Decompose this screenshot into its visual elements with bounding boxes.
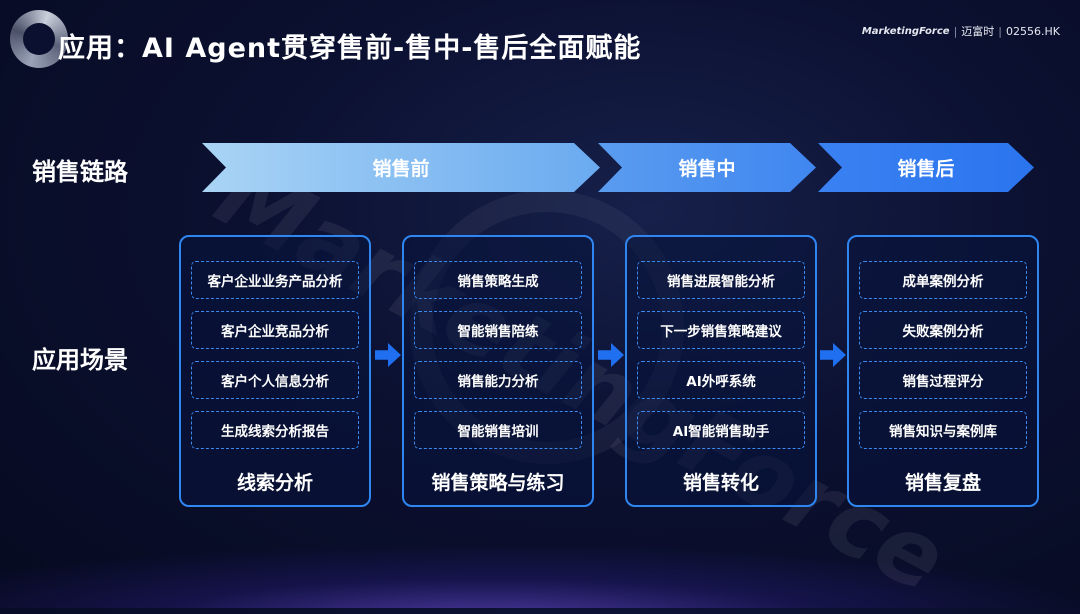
stage-label: 销售后 <box>897 158 955 180</box>
list-item: 客户个人信息分析 <box>191 361 359 399</box>
bottom-glow <box>0 548 1080 608</box>
page-title: 应用：AI Agent贯穿售前-售中-售后全面赋能 <box>58 33 642 64</box>
stock-ticker: 02556.HK <box>1006 24 1060 38</box>
card-title: 销售转化 <box>682 472 759 494</box>
list-item: 销售能力分析 <box>414 361 582 399</box>
brand-header: MarketingForce | 迈富时 | 02556.HK <box>862 23 1060 39</box>
scenario-label: 应用场景 <box>32 346 128 374</box>
list-item: AI智能销售助手 <box>637 411 805 449</box>
list-item: 智能销售培训 <box>414 411 582 449</box>
list-item: 下一步销售策略建议 <box>637 311 805 349</box>
sales-chain-label: 销售链路 <box>32 158 128 186</box>
list-item: 销售进展智能分析 <box>637 261 805 299</box>
list-item: 成单案例分析 <box>859 261 1027 299</box>
brand-cn-name: 迈富时 <box>961 25 995 38</box>
list-item: 智能销售陪练 <box>414 311 582 349</box>
list-item: AI外呼系统 <box>637 361 805 399</box>
arrow-right-icon <box>375 343 401 367</box>
list-item: 客户企业竞品分析 <box>191 311 359 349</box>
brand-separator-2: | <box>998 24 1003 38</box>
list-item: 销售知识与案例库 <box>859 411 1027 449</box>
list-item: 失败案例分析 <box>859 311 1027 349</box>
stage-pre-sale: 销售前 <box>202 143 600 192</box>
brand-separator: | <box>953 24 958 38</box>
card-title: 线索分析 <box>236 472 313 494</box>
stage-label: 销售前 <box>372 158 430 180</box>
card-sales-conversion: 销售进展智能分析 下一步销售策略建议 AI外呼系统 AI智能销售助手 销售转化 <box>625 235 817 507</box>
card-title: 销售策略与练习 <box>431 472 565 494</box>
stage-post-sale: 销售后 <box>818 143 1034 192</box>
list-item: 销售过程评分 <box>859 361 1027 399</box>
card-title: 销售复盘 <box>904 472 981 494</box>
list-item: 销售策略生成 <box>414 261 582 299</box>
list-item: 客户企业业务产品分析 <box>191 261 359 299</box>
arrow-right-icon <box>598 343 624 367</box>
card-sales-strategy: 销售策略生成 智能销售陪练 销售能力分析 智能销售培训 销售策略与练习 <box>402 235 594 507</box>
stage-label: 销售中 <box>678 158 736 180</box>
list-item: 生成线索分析报告 <box>191 411 359 449</box>
stage-in-sale: 销售中 <box>598 143 816 192</box>
card-lead-analysis: 客户企业业务产品分析 客户企业竞品分析 客户个人信息分析 生成线索分析报告 线索… <box>179 235 371 507</box>
brand-logo: MarketingForce <box>861 25 950 37</box>
arrow-right-icon <box>820 343 846 367</box>
ring-logo-icon <box>10 10 68 68</box>
card-sales-review: 成单案例分析 失败案例分析 销售过程评分 销售知识与案例库 销售复盘 <box>847 235 1039 507</box>
